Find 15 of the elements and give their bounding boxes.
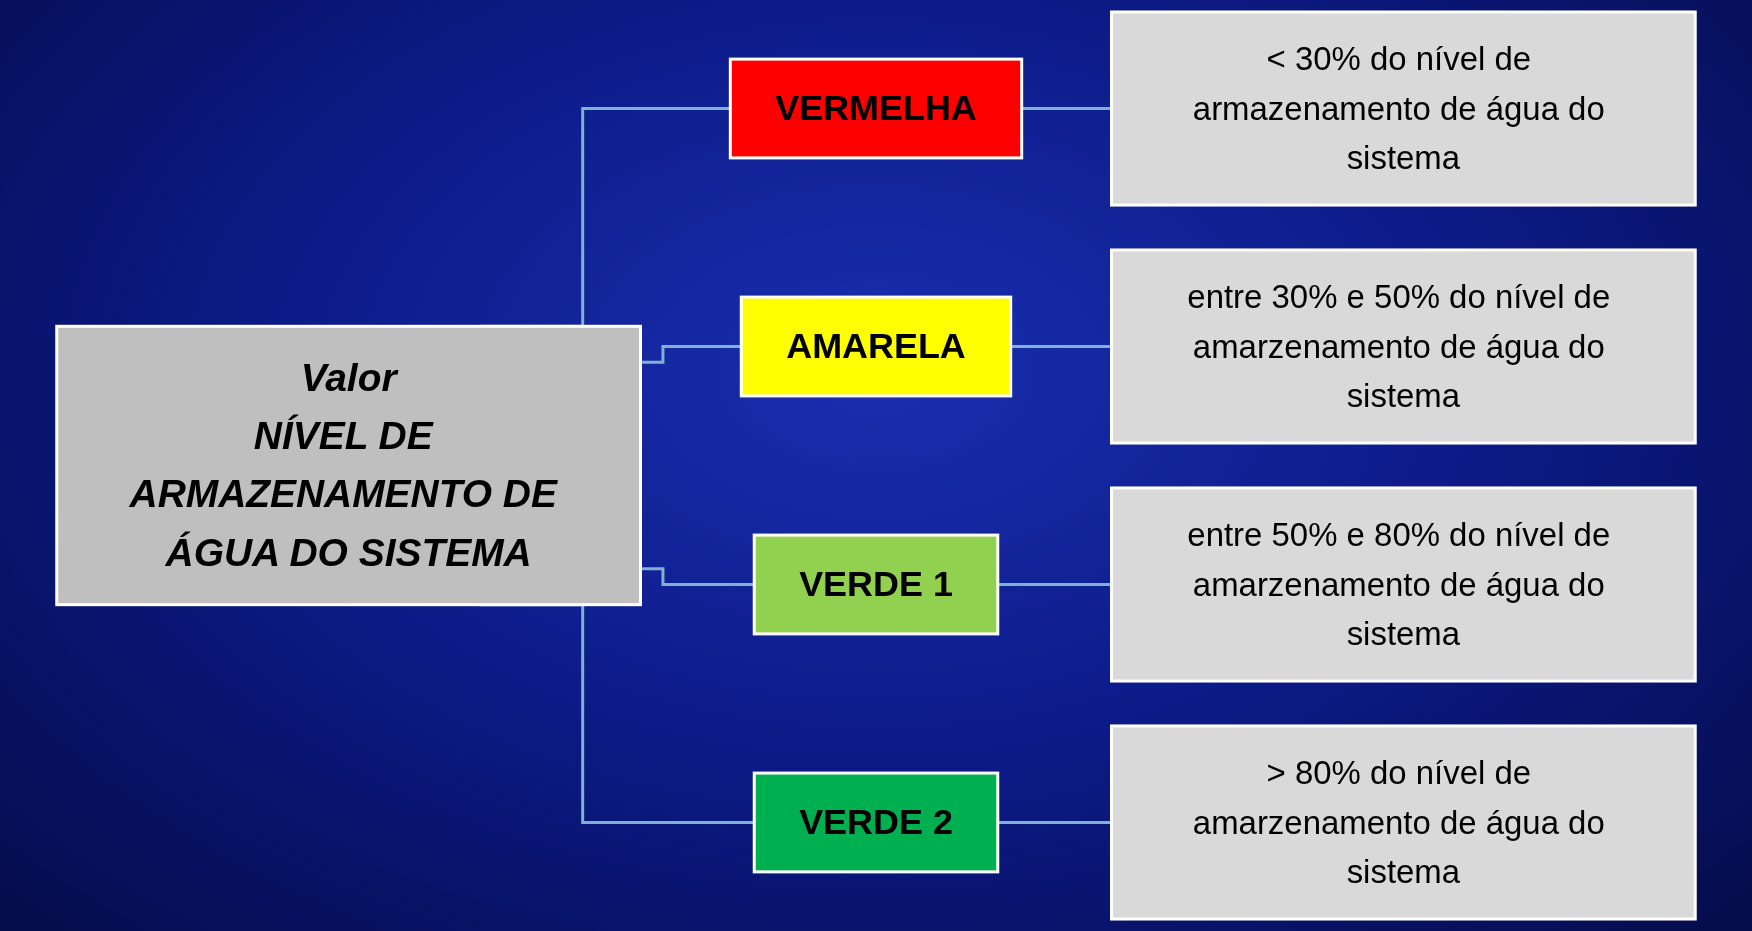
connector [997,821,1112,824]
node-box: > 80% do nível de amarzenamento de água do sistema [1110,724,1697,921]
connector [1010,345,1112,348]
node-box: VERMELHA [728,57,1024,160]
connector [997,583,1112,586]
connector [640,567,755,586]
node-box: VERDE 2 [752,771,1000,874]
connector [640,345,742,364]
node-box: AMARELA [739,295,1013,398]
node-box: entre 30% e 50% do nível de amarzenamento de água do sistema [1110,248,1697,445]
node-box: Valor NÍVEL DE ARMAZENAMENTO DE ÁGUA DO SISTEMA [55,324,642,607]
node-box: entre 50% e 80% do nível de amarzenamento de água do sistema [1110,486,1697,683]
connector [1021,107,1112,110]
node-box: < 30% do nível de armazenamento de água do sistema [1110,10,1697,207]
node-box: VERDE 1 [752,533,1000,636]
